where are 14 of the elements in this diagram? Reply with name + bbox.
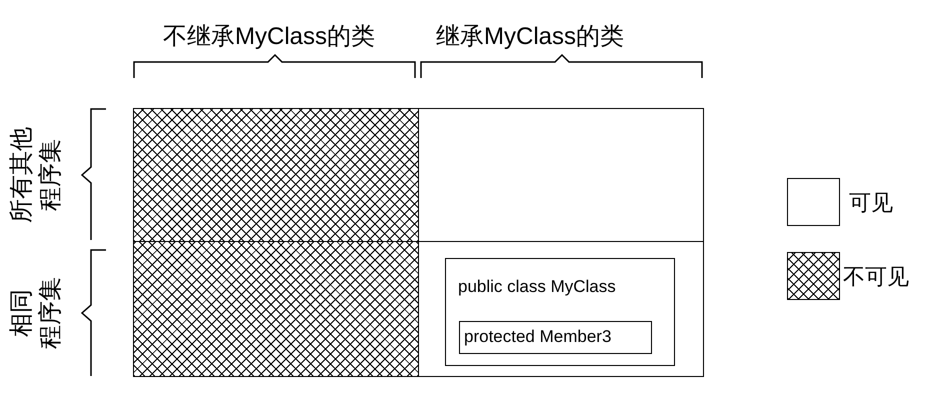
member-box <box>459 321 652 354</box>
legend-label: 可见 <box>849 189 893 217</box>
member-name: protected Member3 <box>464 327 612 347</box>
hatched-cell <box>133 241 419 377</box>
row-label: 所有其他程序集 <box>8 126 65 225</box>
class-name: public class MyClass <box>458 277 616 297</box>
legend-label: 不可见 <box>843 263 909 291</box>
grid-cell <box>418 108 704 242</box>
class-box <box>445 258 675 366</box>
column-label: 不继承MyClass的类 <box>163 22 376 52</box>
column-label: 继承MyClass的类 <box>436 22 624 52</box>
hatched-cell <box>133 108 419 242</box>
grid-cell <box>418 241 704 377</box>
row-label: 相同程序集 <box>8 276 65 351</box>
